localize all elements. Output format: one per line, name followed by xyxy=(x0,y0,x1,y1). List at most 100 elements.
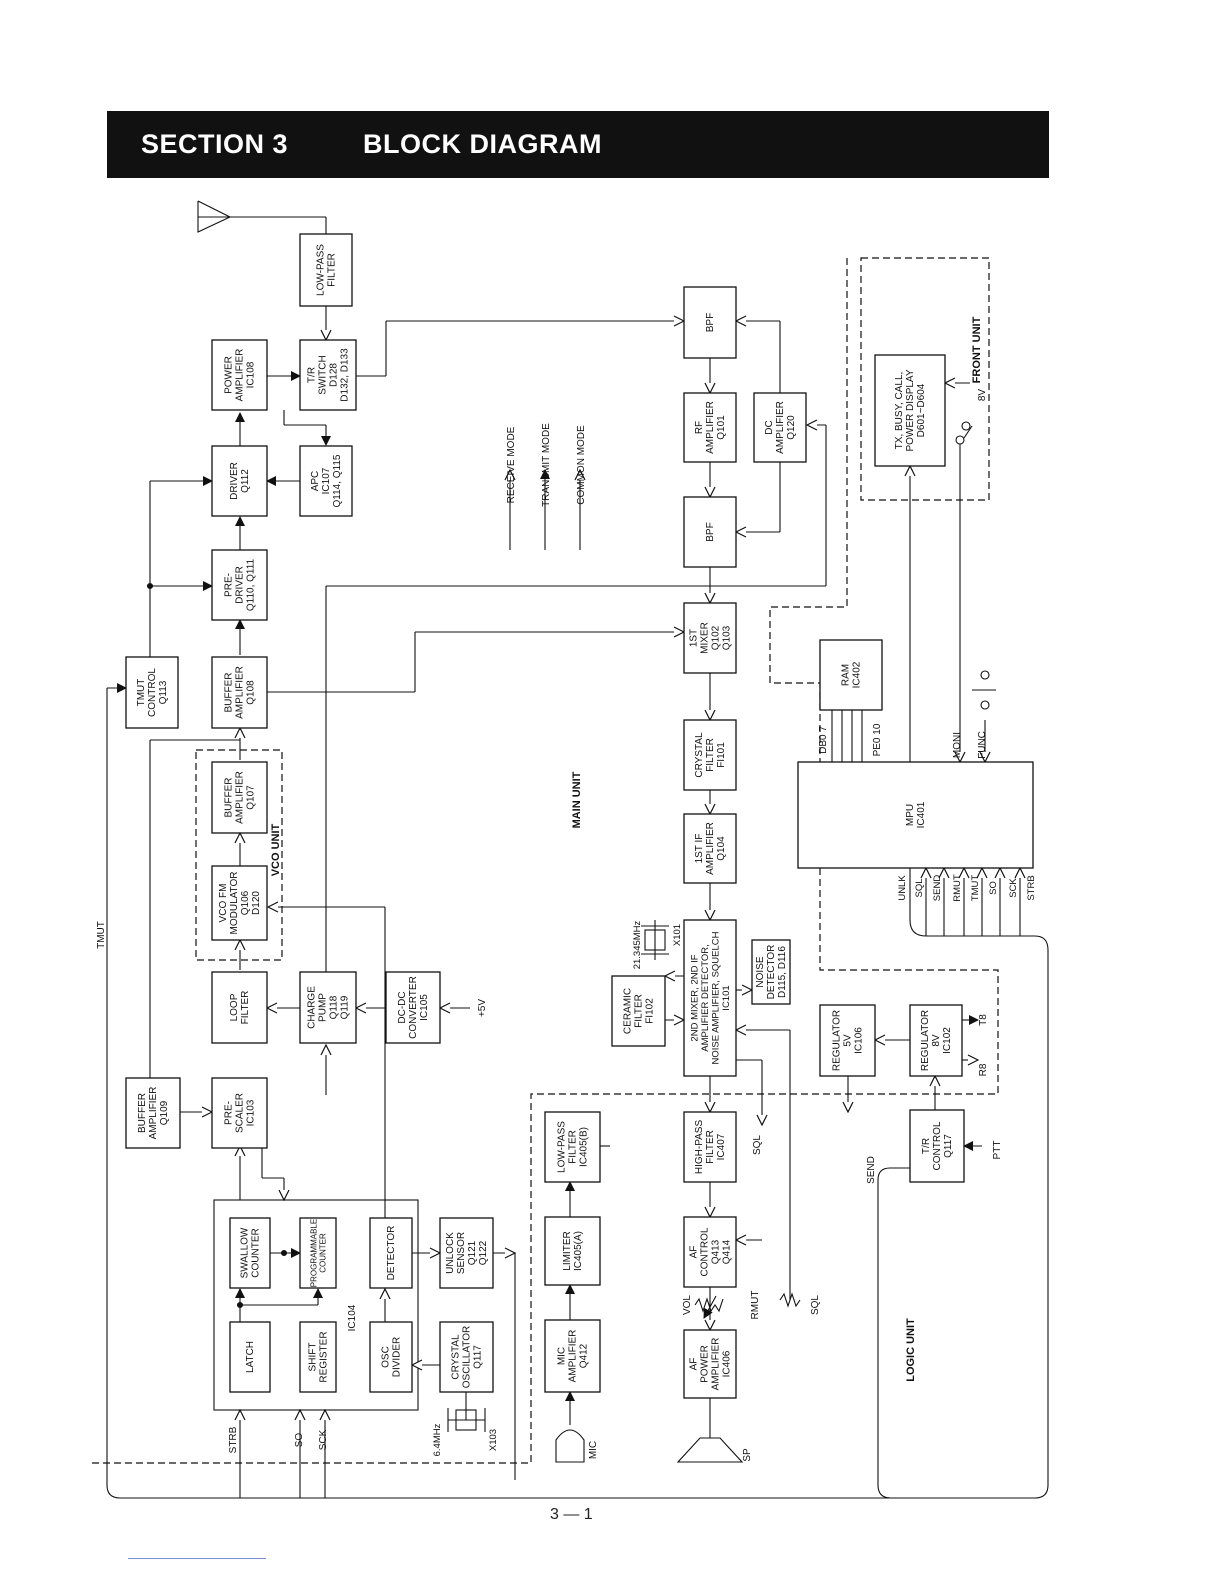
loop-filter-label: LOOPFILTER xyxy=(229,991,251,1025)
af-power-block xyxy=(683,1329,737,1399)
mic-amp-block xyxy=(544,1319,601,1393)
swallow-label: SWALLOWCOUNTER xyxy=(240,1227,262,1278)
db0-7-label: DB0 7 xyxy=(818,726,829,754)
vco-unit-boundary xyxy=(195,749,283,961)
pre-driver-block xyxy=(211,549,268,621)
loop-filter-block xyxy=(211,971,268,1044)
vol-label: VOL xyxy=(682,1295,693,1315)
v8-label: 8V xyxy=(977,389,988,402)
mpu-pin-sck: SCK xyxy=(1008,878,1019,898)
crystal-filter-block xyxy=(683,719,737,791)
footer-rule xyxy=(128,1558,266,1559)
r8-label: R8 xyxy=(978,1063,989,1076)
mixer1-block xyxy=(683,602,737,674)
page-number: 3 — 1 xyxy=(550,1506,593,1523)
sql2-label: SQL xyxy=(810,1295,821,1315)
af-control-label: AFCONTROLQ413Q414 xyxy=(689,1227,733,1276)
legend-receive: RECEIVE MODE xyxy=(506,426,517,503)
reg8v-label: REGULATOR8VIC102 xyxy=(920,1010,953,1071)
prescaler-block xyxy=(211,1077,268,1149)
display-block xyxy=(874,354,946,467)
reg5v-block xyxy=(819,1004,876,1077)
mpu-pin-tmut: TMUT xyxy=(970,875,981,902)
ceramic-filter-label: CERAMICFILTERFI102 xyxy=(623,988,656,1034)
x101-freq-label: 21.345MHz xyxy=(632,920,643,969)
lpf-b-label: LOW-PASSFILTERIC405(B) xyxy=(557,1121,590,1173)
mpu-pin-unlk: UNLK xyxy=(897,875,908,901)
osc-divider-block xyxy=(369,1321,413,1393)
front-unit-boundary xyxy=(860,257,990,501)
charge-pump-block xyxy=(299,971,357,1044)
tr-switch-label: T/RSWITCHD128D132, D133 xyxy=(307,348,351,402)
limiter-label: LIMITERIC405(A) xyxy=(562,1231,584,1271)
mpu-pin-strb: STRB xyxy=(1026,875,1037,900)
noise-detector-label: NOISEDETECTORD115, D116 xyxy=(755,945,788,1000)
mic-label: MIC xyxy=(588,1441,599,1459)
ptt-label: PTT xyxy=(992,1141,1003,1160)
lpf-antenna-block xyxy=(299,233,353,307)
apc-block xyxy=(299,445,353,517)
if-amp-label: 1ST IFAMPLIFIERQ104 xyxy=(694,822,727,875)
x103-label: X103 xyxy=(488,1429,499,1451)
sp-label: SP xyxy=(742,1448,753,1462)
limiter-block xyxy=(544,1216,601,1286)
crystal-osc-label: CRYSTALOSCILLATORQ117 xyxy=(451,1326,484,1388)
prescaler-label: PRE-SCALERIC103 xyxy=(224,1093,257,1133)
display-label: TX, BUSY, CALL,POWER DISPLAYD601~D604 xyxy=(894,369,927,451)
bpf2-label: BPF xyxy=(705,522,716,541)
detector-label: DETECTOR xyxy=(386,1226,397,1281)
bpf1-block xyxy=(683,286,737,359)
strb-label: STRB xyxy=(228,1426,239,1453)
programmable-block xyxy=(299,1217,337,1289)
tr-control-block xyxy=(909,1109,965,1183)
latch-block xyxy=(229,1321,271,1393)
detector-block xyxy=(369,1217,413,1289)
tmut-label: TMUT xyxy=(96,921,107,949)
af-power-label: AFPOWERAMPLIFIERIC406 xyxy=(689,1338,733,1391)
buffer-q107-label: BUFFERAMPLIFIERQ107 xyxy=(224,771,257,824)
tr-switch-block xyxy=(299,339,357,411)
rmut-label: RMUT xyxy=(750,1291,761,1320)
main-unit-label: MAIN UNIT xyxy=(571,771,583,828)
ic101-block xyxy=(683,919,737,1077)
dc-amp-label: DCAMPLIFIERQ120 xyxy=(764,401,797,454)
osc-divider-label: OSCDIVIDER xyxy=(381,1337,403,1378)
mpu-label: MPUIC401 xyxy=(905,801,927,828)
vco-unit-label: VCO UNIT xyxy=(270,823,282,876)
hpf-block xyxy=(683,1111,737,1183)
vco-fm-label: VCO FMMODULATORQ106D120 xyxy=(218,872,262,935)
legend-transmit: TRANSMIT MODE xyxy=(541,423,552,507)
apc-label: APCIC107Q114, Q115 xyxy=(310,454,343,507)
reg5v-label: REGULATOR5VIC106 xyxy=(832,1010,865,1071)
sck-label: SCK xyxy=(318,1429,329,1450)
pre-driver-label: PRE-DRIVERQ110, Q111 xyxy=(224,558,257,611)
hpf-label: HIGH-PASSFILTERIC407 xyxy=(694,1120,727,1175)
mixer1-label: 1STMIXERQ102Q103 xyxy=(689,622,733,654)
buffer-q109-label: BUFFERAMPLIFIERQ109 xyxy=(137,1087,170,1140)
moni-label: MONI xyxy=(952,732,963,758)
buffer-q107-block xyxy=(211,761,268,834)
ram-block xyxy=(819,639,883,711)
buffer-q108-block xyxy=(211,656,268,729)
shift-register-block xyxy=(299,1321,337,1393)
lpf-b-block xyxy=(544,1111,601,1183)
programmable-label: PROGRAMMABLECOUNTER xyxy=(310,1219,328,1287)
bpf1-label: BPF xyxy=(705,313,716,332)
tmut-control-block xyxy=(125,656,179,729)
logic-unit-label: LOGIC UNIT xyxy=(905,1318,917,1382)
bpf2-block xyxy=(683,496,737,568)
mpu-block xyxy=(797,761,1034,869)
ic101-label: 2ND MIXER, 2ND IFAMPLIFIER DETECTOR,NOIS… xyxy=(689,931,732,1064)
x103-freq-label: 6.4MHz xyxy=(432,1423,443,1456)
driver-block xyxy=(211,445,268,517)
send-label: SEND xyxy=(866,1156,877,1184)
mpu-pin-so: SO xyxy=(988,881,999,895)
legend-common: COMMON MODE xyxy=(576,425,587,505)
latch-label: LATCH xyxy=(245,1341,256,1373)
charge-pump-label: CHARGEPUMPQ118Q119 xyxy=(307,986,351,1029)
crystal-osc-block xyxy=(439,1321,494,1393)
front-unit-label: FRONT UNIT xyxy=(971,316,983,383)
rf-amp-label: RFAMPLIFIERQ101 xyxy=(694,401,727,454)
ic104-label: IC104 xyxy=(347,1304,358,1331)
